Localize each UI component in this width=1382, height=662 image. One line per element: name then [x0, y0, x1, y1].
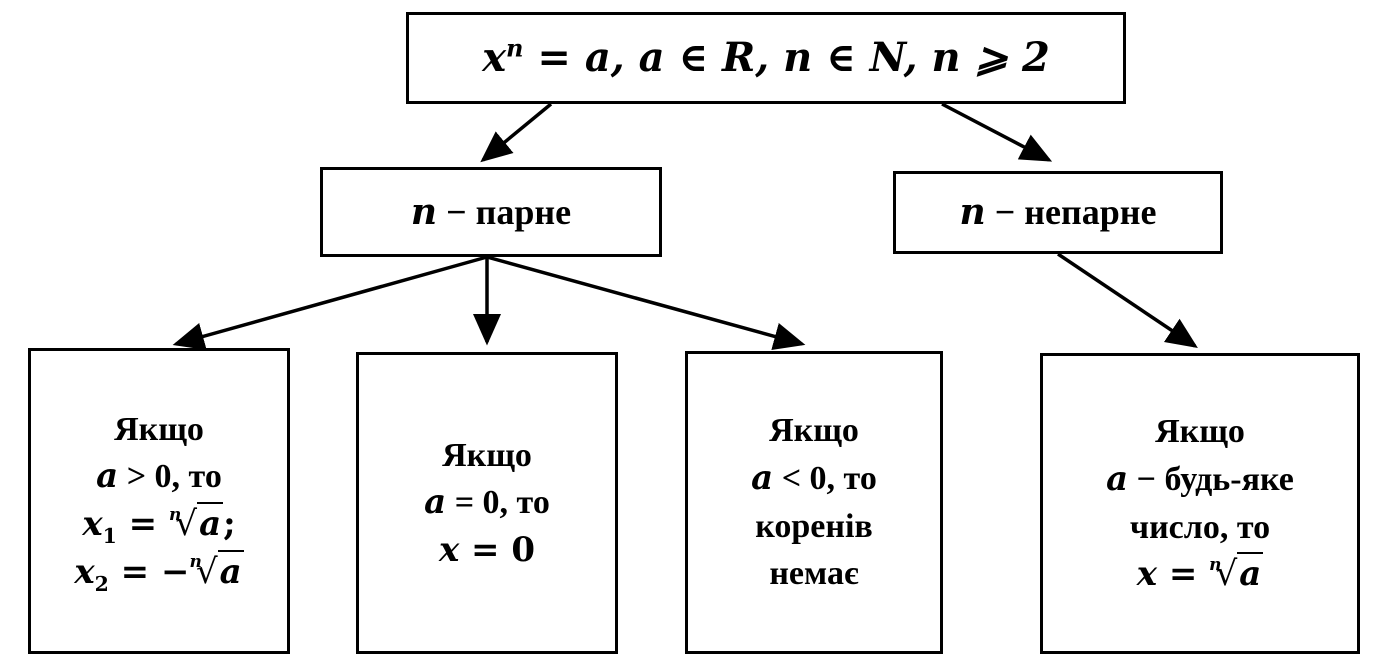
case-positive-x1-radicand: a — [197, 502, 224, 544]
case-positive-line3: x1 = n√a; — [82, 501, 236, 549]
case-negative-line2-var: a — [751, 457, 774, 498]
case-positive-x2-root-index: n — [189, 552, 202, 573]
root-lhs-var: x — [482, 34, 507, 81]
case-zero-line2-var: a — [424, 482, 447, 523]
case-positive-x2-sub: 2 — [94, 571, 109, 596]
case-any-line1: Якщо — [1155, 413, 1245, 451]
case-positive-line2-var: a — [96, 456, 119, 497]
case-zero-box: Якщо a = 0, то x = 0 — [356, 352, 618, 654]
odd-branch-var: n — [959, 191, 986, 234]
root-sign-icon: n√a — [189, 549, 244, 592]
case-negative-line2-text: < 0, то — [773, 459, 877, 497]
case-any-line2-text: − будь-яке — [1128, 460, 1294, 498]
case-positive-x1-eq: = — [116, 504, 169, 544]
case-positive-line2: a > 0, то — [96, 453, 222, 501]
case-positive-x1-root-index: n — [168, 504, 182, 525]
root-lhs-exp: n — [506, 33, 524, 63]
case-negative-line3: коренів — [755, 507, 873, 545]
case-any-line2: a − будь-яке — [1106, 456, 1294, 504]
case-negative-box: Якщо a < 0, то коренів немає — [685, 351, 943, 654]
case-zero-line1: Якщо — [442, 436, 532, 474]
root-equation-rest: = a, a ∈ R, n ∈ N, n ⩾ 2 — [523, 34, 1050, 81]
case-any-line3: число, то — [1129, 508, 1271, 546]
odd-branch-label: n − непарне — [960, 187, 1157, 237]
case-negative-line1: Якщо — [769, 412, 859, 450]
root-equation: xn = a, a ∈ R, n ∈ N, n ⩾ 2 — [482, 30, 1050, 86]
even-branch-text: − парне — [437, 191, 572, 232]
even-branch-var: n — [410, 190, 438, 233]
arrow-root-to-even — [480, 102, 553, 163]
case-negative-line2: a < 0, то — [751, 455, 877, 503]
root-sign-icon: n√a — [168, 502, 224, 544]
case-positive-x1-sub: 1 — [102, 523, 117, 548]
root-sign-icon: n√a — [1209, 552, 1264, 595]
arrow-even-to-negative — [486, 255, 806, 351]
case-positive-x1-tail: ; — [223, 504, 236, 544]
arrow-root-to-odd — [941, 102, 1053, 162]
case-zero-line3: x = 0 — [439, 527, 535, 575]
case-positive-x2-var: x — [74, 551, 95, 592]
case-positive-x1-var: x — [82, 504, 103, 544]
case-positive-line2-text: > 0, то — [118, 458, 222, 496]
case-negative-line4: немає — [769, 555, 859, 593]
arrow-even-to-positive — [172, 255, 488, 350]
odd-branch-box: n − непарне — [893, 171, 1223, 254]
arrow-odd-to-any — [1057, 252, 1198, 348]
case-zero-line2-text: = 0, то — [446, 484, 550, 522]
case-zero-line3-var: x — [438, 529, 460, 570]
case-any-root-index: n — [1209, 554, 1222, 575]
even-branch-label: n − парне — [411, 187, 571, 237]
case-any-line4-eq: = — [1156, 554, 1210, 595]
odd-branch-text: − непарне — [985, 192, 1157, 233]
case-positive-line1: Якщо — [114, 410, 204, 448]
case-any-line4-var: x — [1136, 554, 1157, 595]
case-positive-x2-radicand: a — [217, 549, 244, 592]
case-zero-line2: a = 0, то — [424, 479, 550, 527]
even-branch-box: n − парне — [320, 167, 662, 257]
case-positive-line4: x2 = −n√a — [74, 549, 244, 597]
root-equation-box: xn = a, a ∈ R, n ∈ N, n ⩾ 2 — [406, 12, 1126, 104]
case-positive-box: Якщо a > 0, то x1 = n√a; x2 = −n√a — [28, 348, 290, 654]
case-any-line2-var: a — [1106, 458, 1129, 499]
case-any-line4: x = n√a — [1137, 551, 1264, 599]
case-any-box: Якщо a − будь-яке число, то x = n√a — [1040, 353, 1360, 654]
case-positive-x2-eq: = − — [108, 551, 190, 592]
case-any-radicand: a — [1237, 552, 1264, 595]
case-zero-line3-text: = 0 — [459, 529, 536, 570]
